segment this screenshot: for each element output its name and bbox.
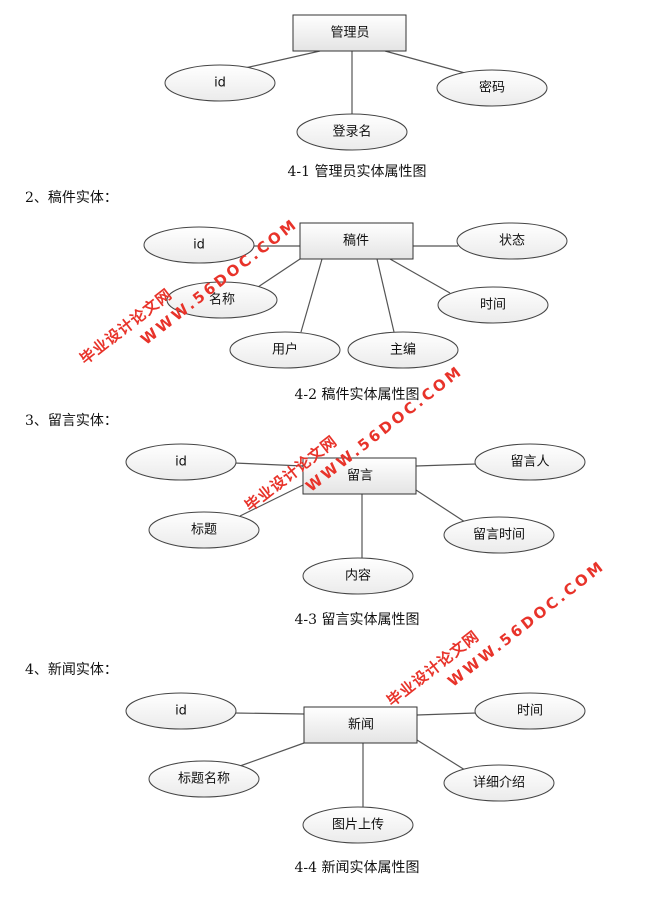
watermark-url: WWW.56DOC.COM [444,557,608,691]
attribute: 标题 [191,523,217,538]
figure-caption: 4-4 新闻实体属性图 [295,860,420,876]
figure-caption: 4-2 稿件实体属性图 [295,387,420,403]
figure-caption: 4-1 管理员实体属性图 [288,164,427,180]
attribute: 详细介绍 [473,776,525,791]
entity-box [292,14,407,52]
attribute: id [175,455,187,470]
entity-label: 稿件 [343,233,369,249]
entity-box [303,706,418,744]
watermark: 毕业设计论文网 WWW.56DOC.COM [241,362,466,516]
section-heading: 2、稿件实体： [25,190,118,206]
diagram-manuscript: 2、稿件实体： 稿件 id 名称 用户 主编 时间 状态 4-2 稿件实体属性图 [25,190,568,403]
attribute: 主编 [390,343,416,358]
attribute: 密码 [479,80,505,96]
attribute: 用户 [272,342,298,358]
attribute: 留言时间 [473,528,525,543]
attribute: 登录名 [332,124,371,140]
diagram-admin: 管理员 id 密码 登录名 4-1 管理员实体属性图 [164,14,548,180]
attribute: 标题名称 [178,771,230,787]
attribute: id [214,76,226,91]
entity-box [299,222,414,260]
entity-box [302,457,417,495]
figure-caption: 4-3 留言实体属性图 [295,612,420,628]
attribute: 内容 [345,568,371,584]
section-heading: 3、留言实体： [25,413,118,429]
attribute: 时间 [480,298,506,313]
diagram-message: 3、留言实体： 留言 id 标题 内容 留言时间 留言人 4-3 留言实体属性图 [25,413,586,628]
attribute: 时间 [517,704,543,719]
entity-label: 新闻 [348,717,374,733]
attribute: 留言人 [510,455,549,470]
attribute: id [175,704,187,719]
attribute: 图片上传 [332,818,384,833]
attribute: 状态 [499,234,525,249]
attribute: 名称 [209,292,235,308]
entity-label: 留言 [347,469,373,484]
section-heading: 4、新闻实体： [25,662,118,678]
attribute: id [193,238,205,253]
entity-label: 管理员 [330,26,369,41]
diagram-news: 4、新闻实体： 新闻 id 标题名称 图片上传 详细介绍 时间 4-4 新闻实体… [25,662,586,876]
